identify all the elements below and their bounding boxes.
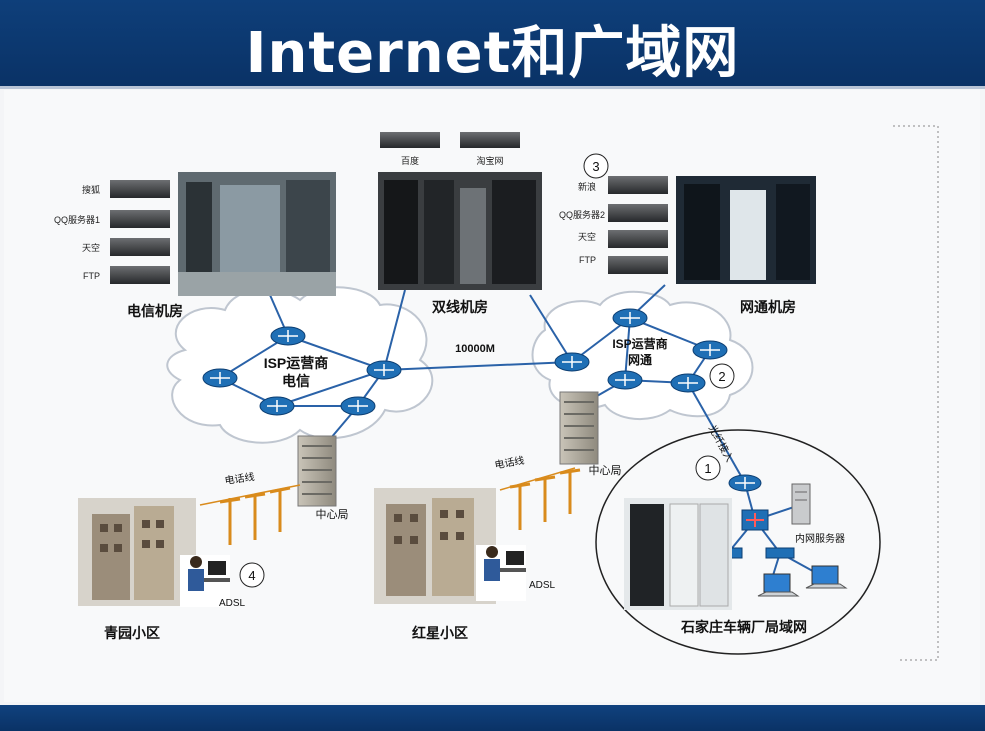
switch-icon xyxy=(765,547,795,559)
server-list-dual: 百度 淘宝网 xyxy=(380,132,520,166)
residential-photo-right xyxy=(374,488,496,604)
office-building-left xyxy=(297,435,337,507)
router-icon xyxy=(259,396,295,416)
isp-netcom-sub: 网通 xyxy=(628,352,652,367)
router-icon xyxy=(612,308,648,328)
phone-poles-left xyxy=(199,484,301,545)
router-icon xyxy=(728,474,762,492)
marker-text: 3 xyxy=(592,159,599,174)
router-icon xyxy=(670,373,706,393)
core-switch-icon xyxy=(741,509,769,531)
marker-4: 4 xyxy=(239,562,265,588)
phone-poles-right xyxy=(499,467,581,530)
marker-1: 1 xyxy=(695,455,721,481)
marker-text: 2 xyxy=(718,369,725,384)
server-cabinet-photo xyxy=(624,498,732,610)
room-label-dual: 双线机房 xyxy=(432,299,488,315)
center-office-label-left: 中心局 xyxy=(316,508,349,521)
server-icon xyxy=(110,210,170,228)
router-icon xyxy=(270,326,306,346)
server-label: FTP xyxy=(579,255,596,265)
server-list-telecom: 搜狐 QQ服务器1 天空 FTP xyxy=(54,180,170,284)
datacenter-photo-netcom xyxy=(676,176,816,284)
user-computer-icon-left xyxy=(180,555,230,607)
server-icon xyxy=(608,176,668,194)
office-building-right xyxy=(559,391,599,465)
link-speed-label: 10000M xyxy=(455,343,495,355)
phone-line-label-left: 电话线 xyxy=(224,470,256,487)
room-label-telecom: 电信机房 xyxy=(127,303,183,319)
server-icon xyxy=(110,238,170,256)
marker-3: 3 xyxy=(583,153,609,179)
router-icon xyxy=(340,396,376,416)
server-label: QQ服务器1 xyxy=(54,214,100,225)
server-icon xyxy=(110,266,170,284)
server-label: 搜狐 xyxy=(82,184,100,195)
datacenter-photo-telecom xyxy=(178,172,336,296)
server-icon xyxy=(110,180,170,198)
isp-telecom-sub: 电信 xyxy=(282,373,310,389)
server-label: 淘宝网 xyxy=(476,155,503,166)
phone-line-label-right: 电话线 xyxy=(493,454,525,472)
server-icon xyxy=(608,230,668,248)
server-label: 百度 xyxy=(401,155,419,166)
isp-netcom-label: ISP运营商 xyxy=(612,336,667,351)
marker-2: 2 xyxy=(709,363,735,389)
server-label: 新浪 xyxy=(578,181,596,192)
router-icon xyxy=(607,370,643,390)
server-list-netcom: 新浪 QQ服务器2 天空 FTP xyxy=(559,176,668,274)
dotted-frame xyxy=(893,125,939,661)
lan-server-label: 内网服务器 xyxy=(795,532,845,545)
room-label-netcom: 网通机房 xyxy=(740,299,796,315)
server-icon xyxy=(460,132,520,148)
footer-bar xyxy=(0,705,985,731)
router-icon xyxy=(554,352,590,372)
server-label: QQ服务器2 xyxy=(559,209,605,220)
isp-telecom-label: ISP运营商 xyxy=(264,355,329,371)
laptop-icon xyxy=(757,573,800,597)
router-icon xyxy=(366,360,402,380)
server-icon xyxy=(380,132,440,148)
lan-title: 石家庄车辆厂局域网 xyxy=(680,619,807,635)
center-office-label-right: 中心局 xyxy=(589,464,622,477)
adsl-label-right: ADSL xyxy=(529,580,556,591)
tower-server-icon xyxy=(791,483,811,525)
server-label: 天空 xyxy=(82,242,100,253)
residential-photo-left xyxy=(78,498,196,606)
marker-text: 4 xyxy=(248,568,255,583)
server-label: FTP xyxy=(83,271,100,281)
datacenter-photo-dual xyxy=(378,172,542,290)
community-label-right: 红星小区 xyxy=(412,625,468,641)
adsl-label-left: ADSL xyxy=(219,598,246,609)
router-icon xyxy=(692,340,728,360)
server-icon xyxy=(608,256,668,274)
server-icon xyxy=(608,204,668,222)
user-computer-icon-right xyxy=(476,545,526,601)
marker-text: 1 xyxy=(704,461,711,476)
router-icon xyxy=(202,368,238,388)
slide-title: Internet和广域网 xyxy=(245,21,740,86)
community-label-left: 青园小区 xyxy=(104,625,160,641)
title-bar: Internet和广域网 xyxy=(0,0,985,89)
lan-boundary xyxy=(595,429,881,655)
laptop-icon xyxy=(805,565,848,589)
server-label: 天空 xyxy=(578,231,596,242)
